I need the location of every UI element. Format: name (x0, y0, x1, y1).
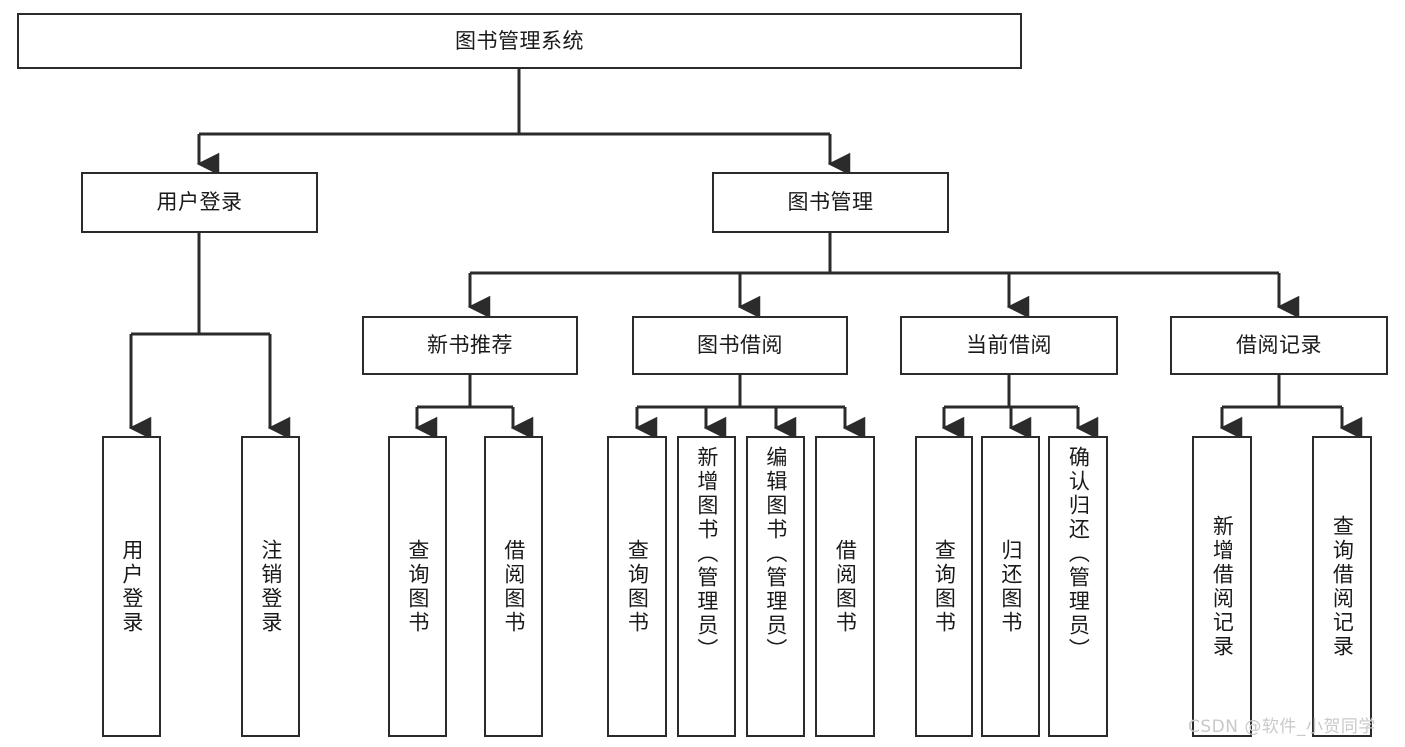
leaf-user-login-logout[interactable]: 注销登录 (241, 436, 300, 737)
node-label: 新书推荐 (427, 333, 513, 358)
node-new-book-recommend[interactable]: 新书推荐 (362, 316, 578, 375)
node-label: 图书借阅 (697, 333, 783, 358)
node-label: 当前借阅 (966, 333, 1052, 358)
node-label: 查询借阅记录 (1330, 514, 1355, 659)
node-label: 用户登录 (119, 538, 144, 635)
node-label: 用户登录 (156, 190, 243, 215)
leaf-current-return-book[interactable]: 归还图书 (981, 436, 1040, 737)
leaf-record-add-record[interactable]: 新增借阅记录 (1192, 436, 1252, 737)
node-current-borrow[interactable]: 当前借阅 (900, 316, 1118, 375)
node-label: 借阅图书 (501, 538, 526, 635)
node-label: 图书管理系统 (455, 28, 584, 53)
leaf-borrow-edit-book-admin[interactable]: 编辑图书（管理员） (746, 436, 805, 737)
node-label: 借阅图书 (833, 538, 858, 635)
csdn-watermark: CSDN @软件_小贺同学 (1188, 717, 1376, 737)
leaf-record-query-record[interactable]: 查询借阅记录 (1312, 436, 1372, 737)
leaf-new-book-query[interactable]: 查询图书 (388, 436, 447, 737)
node-borrow-record[interactable]: 借阅记录 (1170, 316, 1388, 375)
leaf-borrow-query-book[interactable]: 查询图书 (607, 436, 667, 737)
node-label: 确认归还（管理员） (1066, 446, 1091, 662)
leaf-borrow-add-book-admin[interactable]: 新增图书（管理员） (677, 436, 736, 737)
node-label: 新增借阅记录 (1210, 514, 1235, 659)
node-label: 借阅记录 (1236, 333, 1322, 358)
node-label: 查询图书 (625, 538, 650, 635)
leaf-current-query-book[interactable]: 查询图书 (915, 436, 973, 737)
node-label: 注销登录 (258, 538, 283, 635)
node-label: 查询图书 (405, 538, 430, 635)
leaf-new-book-borrow[interactable]: 借阅图书 (484, 436, 543, 737)
node-label: 查询图书 (932, 538, 957, 635)
node-root-book-management-system[interactable]: 图书管理系统 (17, 13, 1022, 69)
node-label: 编辑图书（管理员） (763, 446, 788, 662)
node-label: 图书管理 (787, 190, 874, 215)
leaf-user-login-login[interactable]: 用户登录 (102, 436, 161, 737)
leaf-current-confirm-return-admin[interactable]: 确认归还（管理员） (1048, 436, 1108, 737)
node-user-login[interactable]: 用户登录 (81, 172, 318, 233)
node-label: 归还图书 (998, 538, 1023, 635)
node-book-borrow[interactable]: 图书借阅 (632, 316, 848, 375)
node-book-management[interactable]: 图书管理 (712, 172, 949, 233)
node-label: 新增图书（管理员） (694, 446, 719, 662)
leaf-borrow-borrow-book[interactable]: 借阅图书 (815, 436, 875, 737)
